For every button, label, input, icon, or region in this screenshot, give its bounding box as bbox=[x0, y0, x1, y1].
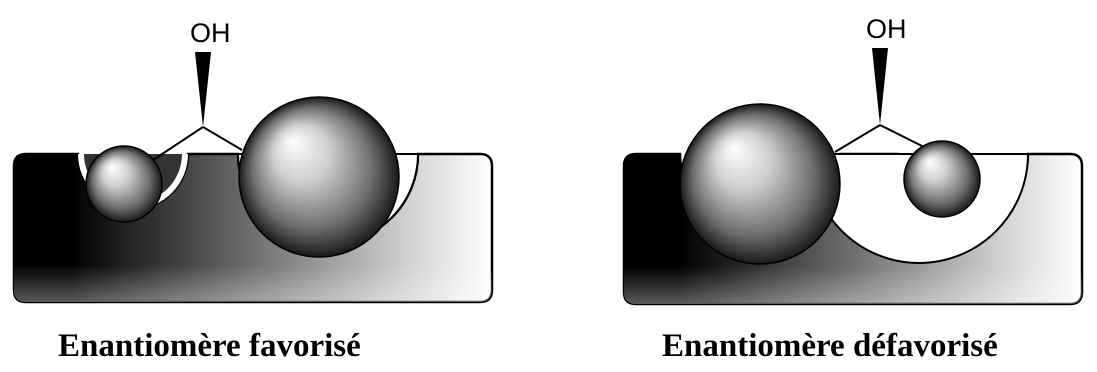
wedge-bond bbox=[195, 52, 211, 127]
bond-to-large-sphere bbox=[203, 127, 242, 150]
bond-to-large-sphere-right bbox=[835, 125, 880, 152]
small-sphere bbox=[86, 146, 162, 222]
panel-disfavored: OH bbox=[624, 14, 1082, 304]
caption-favored: Enantiomère favorisé bbox=[58, 330, 361, 363]
small-sphere-right bbox=[904, 141, 980, 217]
large-sphere bbox=[239, 97, 399, 257]
oh-group-label-right: OH bbox=[866, 14, 907, 44]
wedge-bond-right bbox=[872, 48, 888, 125]
large-sphere-right bbox=[680, 104, 840, 264]
oh-group-label: OH bbox=[190, 18, 231, 48]
panel-favored: OH bbox=[14, 18, 492, 302]
caption-disfavored: Enantiomère défavorisé bbox=[662, 330, 998, 363]
